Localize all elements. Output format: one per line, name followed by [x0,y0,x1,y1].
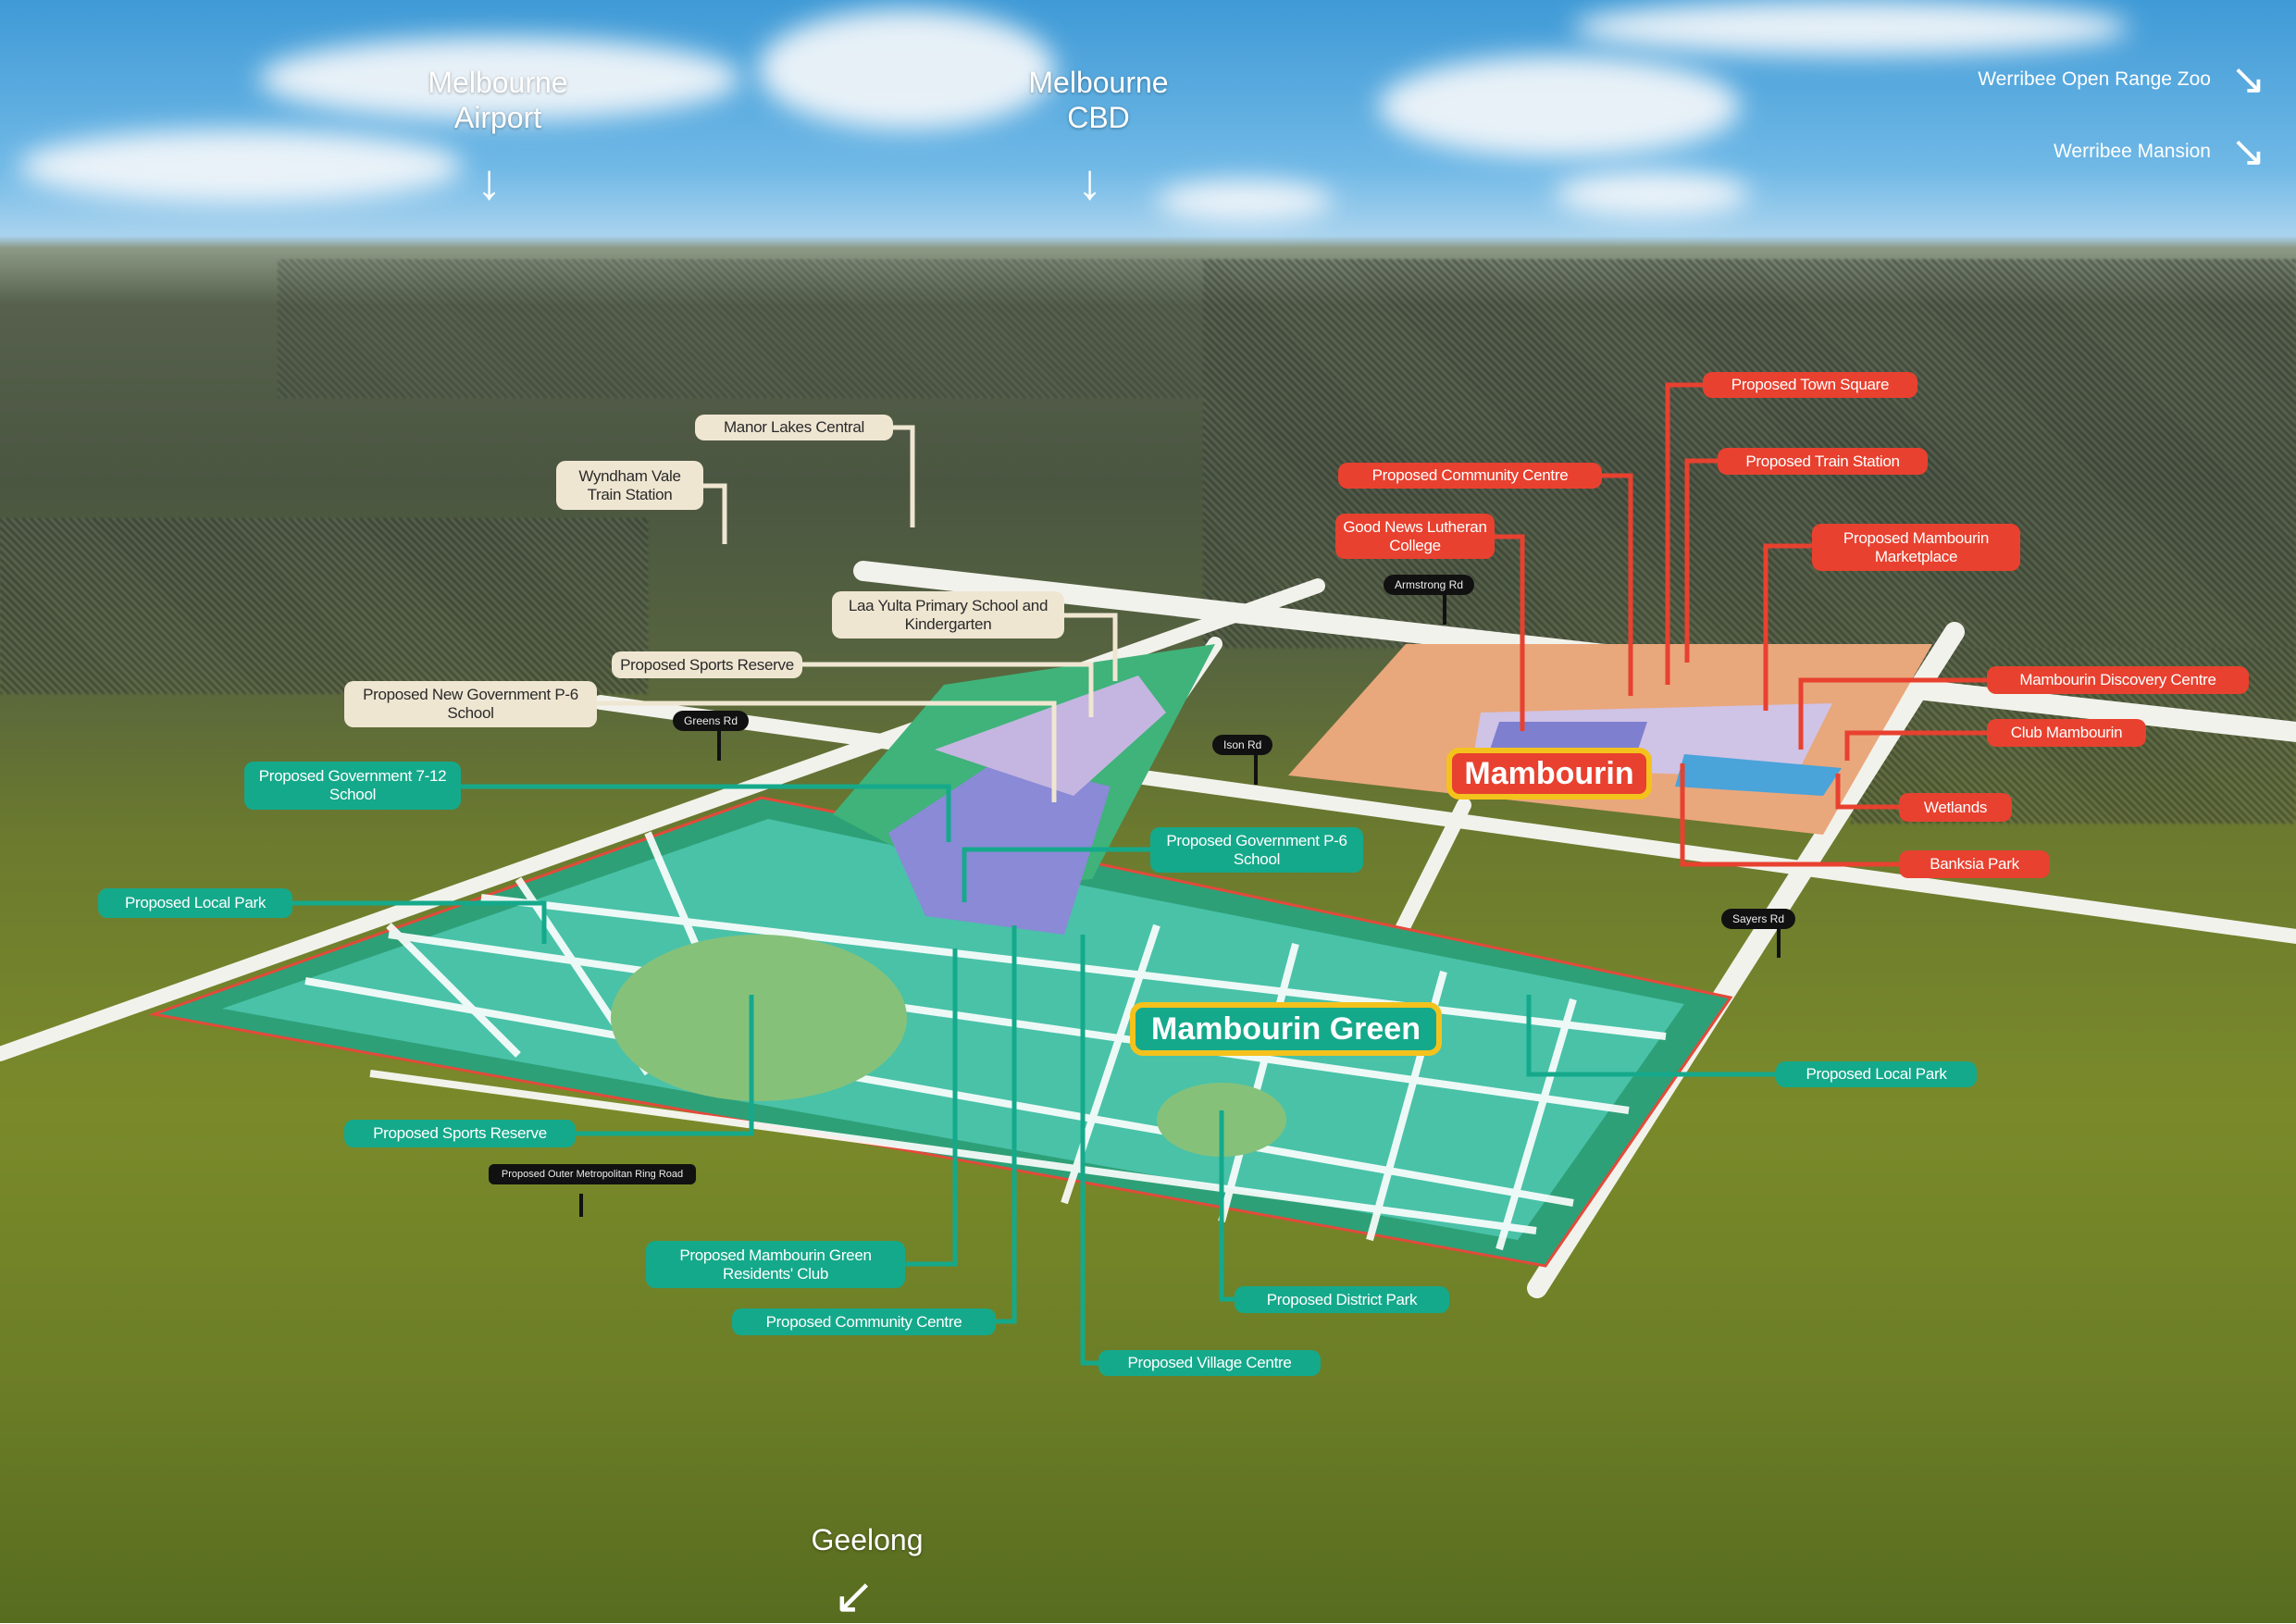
label-good-news-college: Good News Lutheran College [1335,514,1495,559]
label-district-park: Proposed District Park [1235,1286,1449,1313]
destination-melbourne-airport: Melbourne Airport [387,65,609,135]
label-sports-reserve: Proposed Sports Reserve [344,1120,576,1147]
label-local-park-west: Proposed Local Park [98,888,292,918]
cloud [1157,180,1333,222]
sports-reserve [611,935,907,1101]
label-community-centre: Proposed Community Centre [1338,463,1602,489]
label-gov-p6-school: Proposed Government P-6 School [1150,827,1363,873]
cloud [1573,0,2128,56]
school-site [888,759,1111,935]
label-laa-yulta-school: Laa Yulta Primary School and Kindergarte… [832,591,1064,638]
label-train-station: Proposed Train Station [1718,448,1928,475]
school-site [935,676,1166,796]
label-club-mambourin: Club Mambourin [1987,719,2146,747]
down-arrow-icon: ↓ [1077,155,1102,210]
mambourin-green-logo: Mambourin Green [1130,1002,1442,1056]
cloud [259,37,740,120]
destination-melbourne-cbd: Melbourne CBD [987,65,1210,135]
diagonal-arrow-icon: ↘ [2230,55,2266,103]
label-marketplace: Proposed Mambourin Marketplace [1812,524,2020,571]
sw-arrow-icon: ↙ [833,1568,875,1624]
diagonal-arrow-icon: ↘ [2230,127,2266,175]
destination-label: Melbourne CBD [1028,66,1169,134]
destination-geelong: Geelong [811,1523,924,1556]
label-manor-lakes-central: Manor Lakes Central [695,415,893,440]
road-label-greens-rd: Greens Rd [673,711,750,731]
label-local-park-east: Proposed Local Park [1776,1061,1977,1087]
destination-werribee-zoo: Werribee Open Range Zoo [1978,68,2211,90]
cloud [19,130,463,204]
cloud [1379,56,1740,157]
label-community-centre-green: Proposed Community Centre [732,1308,996,1335]
label-proposed-sports-reserve: Proposed Sports Reserve [612,651,802,678]
road-label-ison-rd: Ison Rd [1212,735,1273,755]
cloud [759,9,1055,130]
suburb-area [278,259,1203,398]
label-proposed-p6-school: Proposed New Government P-6 School [344,681,597,727]
label-banksia-park: Banksia Park [1899,850,2050,878]
suburb-area [0,518,648,694]
label-wetlands: Wetlands [1899,793,2012,822]
destination-werribee-mansion: Werribee Mansion [2053,141,2211,162]
wetlands-area [1675,754,1842,796]
label-residents-club: Proposed Mambourin Green Residents' Club [646,1241,905,1288]
label-wyndham-vale-station: Wyndham Vale Train Station [556,461,703,510]
label-town-square: Proposed Town Square [1703,372,1917,398]
destination-label: Melbourne Airport [428,66,568,134]
label-village-centre: Proposed Village Centre [1098,1350,1321,1376]
label-gov-7-12-school: Proposed Government 7-12 School [244,762,461,810]
road-label-sayers-rd: Sayers Rd [1721,909,1796,929]
cloud [1555,171,1749,217]
town-centre-core [1490,722,1647,750]
label-discovery-centre: Mambourin Discovery Centre [1987,666,2249,694]
road-ison [593,695,2296,944]
road-label-outer-ring-road: Proposed Outer Metropolitan Ring Road [489,1164,696,1184]
down-arrow-icon: ↓ [477,155,502,210]
mambourin-logo: Mambourin [1446,748,1652,800]
road-label-armstrong-rd: Armstrong Rd [1384,575,1475,595]
